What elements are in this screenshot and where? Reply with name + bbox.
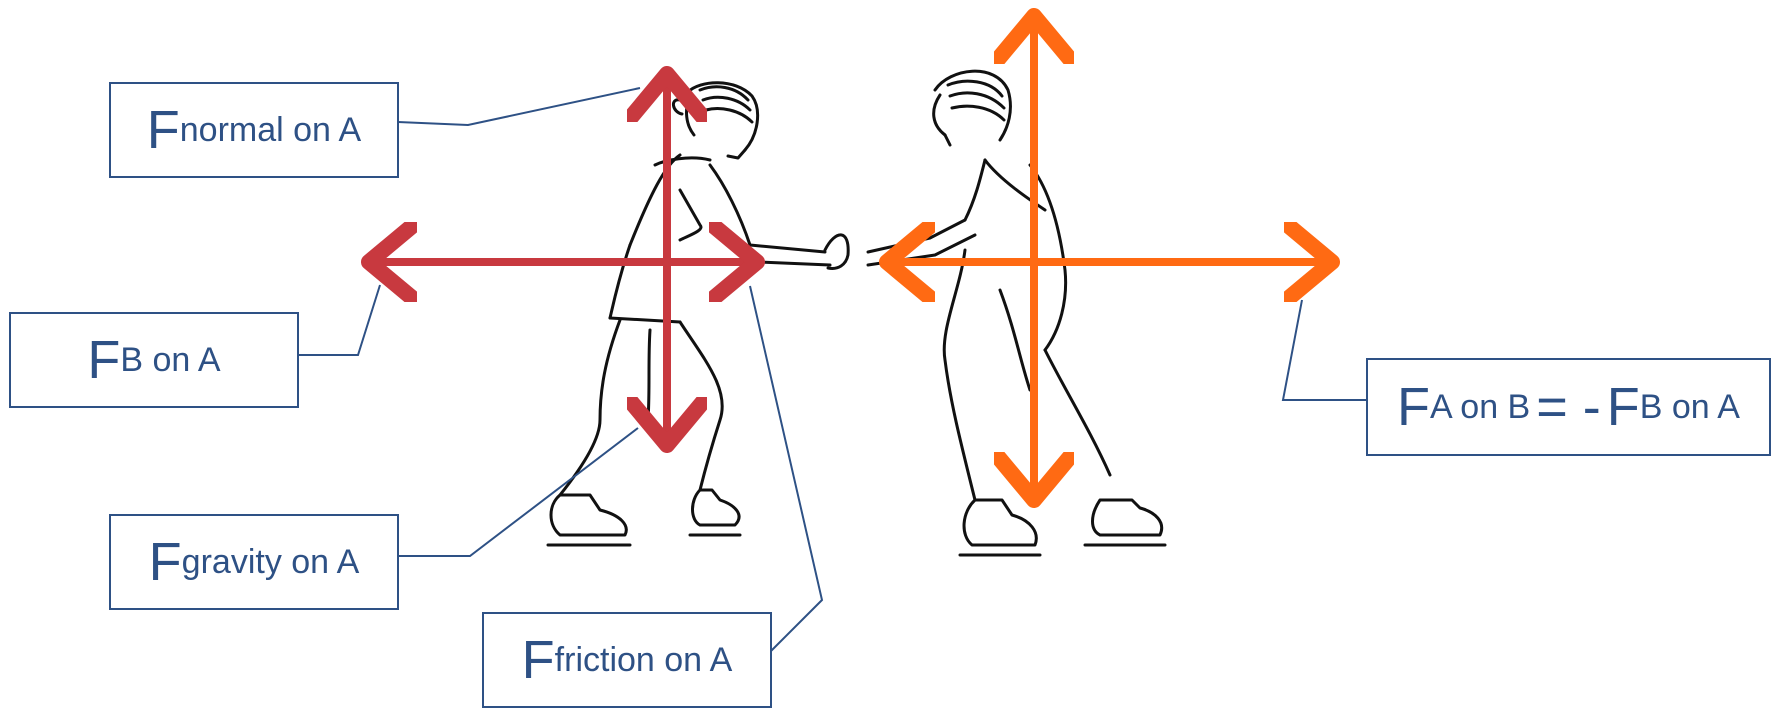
b-on-a-force-symbol: F (87, 333, 120, 387)
b-on-a-subscript: B on A (1640, 390, 1740, 424)
skater-b-figure (868, 71, 1165, 555)
b-on-a-symbol: F (1607, 380, 1640, 434)
forces-on-a (369, 74, 757, 445)
gravity-callout-line (398, 428, 638, 556)
equals-negative-sign: = - (1530, 376, 1607, 438)
callout-lines (298, 88, 1367, 652)
a-on-b-callout-line (1283, 300, 1367, 400)
forces-on-b (887, 16, 1332, 500)
normal-force-symbol: F (147, 103, 180, 157)
normal-callout-line (398, 88, 640, 125)
friction-force-symbol: F (522, 633, 555, 687)
b-on-a-callout-line (298, 285, 380, 355)
normal-force-subscript: normal on A (180, 113, 361, 147)
gravity-force-subscript: gravity on A (182, 545, 360, 579)
friction-force-subscript: friction on A (555, 643, 733, 677)
friction-callout-line (750, 286, 822, 652)
skater-a-figure (548, 83, 848, 545)
gravity-force-symbol: F (149, 535, 182, 589)
b-on-a-force-subscript: B on A (120, 343, 220, 377)
a-on-b-force-symbol: F (1397, 380, 1430, 434)
a-on-b-force-subscript: A on B (1430, 390, 1530, 424)
